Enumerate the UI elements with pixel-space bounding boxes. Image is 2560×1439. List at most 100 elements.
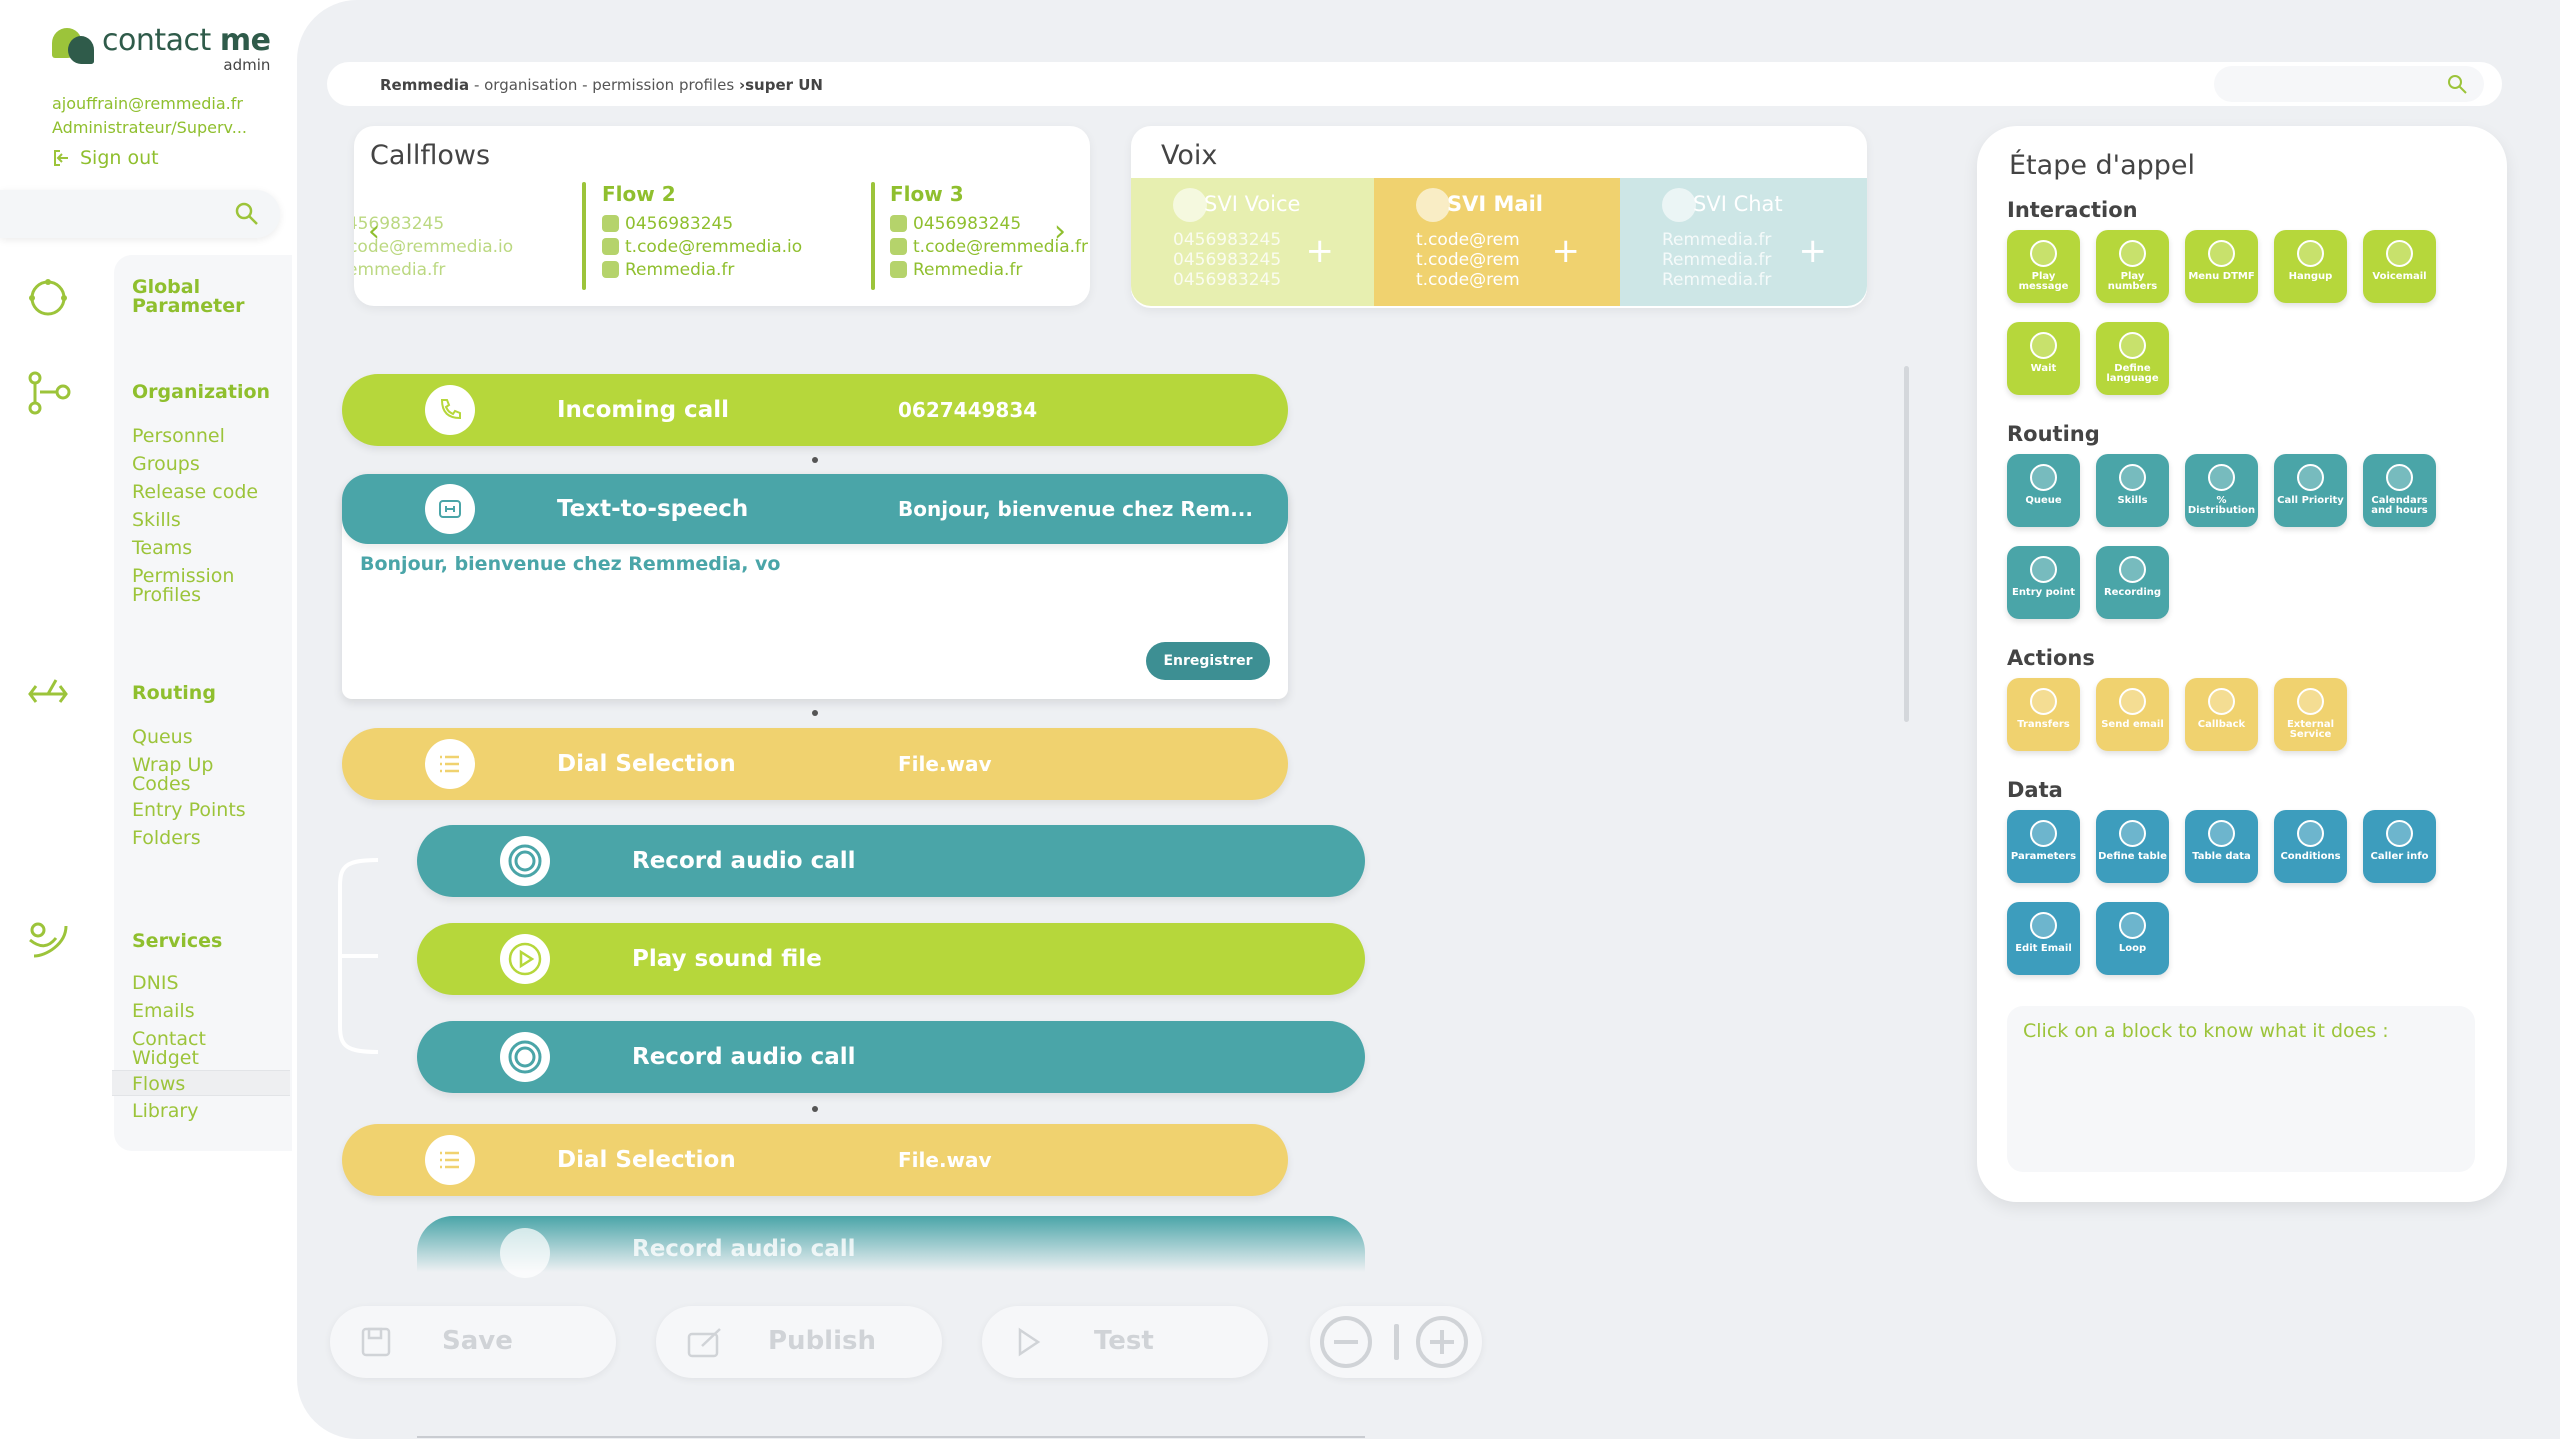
sidebar-item-folders[interactable]: Folders <box>132 827 201 849</box>
flow-card-flow-2[interactable]: Flow 2 0456983245 t.code@remmedia.io Rem… <box>602 182 802 290</box>
sidebar-item-teams[interactable]: Teams <box>132 537 193 559</box>
tile-distribution[interactable]: % Distribution <box>2185 454 2258 527</box>
flow-block-record-audio-call[interactable]: Record audio call <box>417 1021 1365 1093</box>
sidebar: contact me admin ajouffrain@remmedia.fr … <box>0 0 295 1439</box>
flow-scrollbar[interactable] <box>1904 366 1909 722</box>
tile-voicemail[interactable]: Voicemail <box>2363 230 2436 303</box>
flow-card-flow-3[interactable]: Flow 3 0456983245 t.code@remmedia.fr Rem… <box>890 182 1088 290</box>
tile-define-language[interactable]: Define language <box>2096 322 2169 395</box>
carousel-next-button[interactable]: › <box>1054 214 1066 249</box>
svi-mail-title: SVI Mail <box>1447 192 1543 216</box>
breadcrumb-path[interactable]: - organisation - permission profiles <box>469 76 739 94</box>
zoom-control <box>1310 1306 1482 1378</box>
tile-hangup[interactable]: Hangup <box>2274 230 2347 303</box>
tile-play-numbers[interactable]: Play numbers <box>2096 230 2169 303</box>
top-search-input[interactable] <box>2214 66 2484 102</box>
organization-icon[interactable] <box>26 370 72 416</box>
tile-caller-info[interactable]: Caller info <box>2363 810 2436 883</box>
wrap-2: Codes <box>132 773 191 795</box>
sidebar-item-emails[interactable]: Emails <box>132 1000 195 1022</box>
tile-recording[interactable]: Recording <box>2096 546 2169 619</box>
sidebar-item-library[interactable]: Library <box>132 1100 199 1122</box>
publish-button[interactable]: Publish <box>656 1306 942 1378</box>
tile-loop[interactable]: Loop <box>2096 902 2169 975</box>
tile-callback[interactable]: Callback <box>2185 678 2258 751</box>
tile-external-service[interactable]: External Service <box>2274 678 2347 751</box>
flow-site: Remmedia.fr <box>913 259 1023 280</box>
sidebar-item-dnis[interactable]: DNIS <box>132 972 179 994</box>
flow-block-text-to-speech[interactable]: Text-to-speech Bonjour, bienvenue chez R… <box>342 474 1288 544</box>
tile-entry-point[interactable]: Entry point <box>2007 546 2080 619</box>
breadcrumb: Remmedia - organisation - permission pro… <box>380 76 823 94</box>
tile-menu-dtmf[interactable]: Menu DTMF <box>2185 230 2258 303</box>
enregistrer-button[interactable]: Enregistrer <box>1146 642 1270 680</box>
flow-block-dial-selection[interactable]: Dial Selection File.wav <box>342 1124 1288 1196</box>
flow-phone: 0456983245 <box>625 213 734 234</box>
sidebar-item-release-code[interactable]: Release code <box>132 481 259 503</box>
sidebar-item-flows[interactable]: Flows <box>132 1073 186 1095</box>
svi-voice-add-button[interactable]: + <box>1305 231 1335 271</box>
carousel-prev-button[interactable]: ‹ <box>368 214 380 249</box>
sidebar-item-skills[interactable]: Skills <box>132 509 181 531</box>
globe-icon <box>2119 332 2146 359</box>
svi-chat-add-button[interactable]: + <box>1798 231 1828 271</box>
flow-block-incoming-call[interactable]: Incoming call 0627449834 <box>342 374 1288 446</box>
breadcrumb-root[interactable]: Remmedia <box>380 76 470 94</box>
tile-edit-email[interactable]: Edit Email <box>2007 902 2080 975</box>
zoom-in-icon[interactable] <box>1414 1314 1470 1370</box>
zoom-out-icon[interactable] <box>1318 1314 1374 1370</box>
svi-mail-add-button[interactable]: + <box>1551 231 1581 271</box>
perm-1: Permission <box>132 565 235 587</box>
sidebar-item-entry-points[interactable]: Entry Points <box>132 799 246 821</box>
cw-2: Widget <box>132 1047 199 1069</box>
tile-play-message[interactable]: Play message <box>2007 230 2080 303</box>
flow-card-3-partial[interactable]: 3 0456983245 t.code@remmedia.io Remmedia… <box>354 182 513 290</box>
services-icon[interactable] <box>26 918 72 964</box>
nav-section-organization[interactable]: Organization <box>132 381 271 403</box>
sign-out-button[interactable]: Sign out <box>52 147 159 169</box>
svi-chat-value: Remmedia.fr <box>1662 270 1772 290</box>
test-button[interactable]: Test <box>982 1306 1268 1378</box>
tile-send-email[interactable]: Send email <box>2096 678 2169 751</box>
tile-define-table[interactable]: Define table <box>2096 810 2169 883</box>
publish-label: Publish <box>768 1326 876 1356</box>
flow-block-play-sound-file[interactable]: Play sound file <box>417 923 1365 995</box>
tts-text-area[interactable]: Bonjour, bienvenue chez Remmedia, vo <box>360 553 781 575</box>
nav-section-routing[interactable]: Routing <box>132 682 216 704</box>
phone-icon <box>1173 188 1207 222</box>
user-role: Administrateur/Superv... <box>52 118 248 137</box>
sidebar-item-queus[interactable]: Queus <box>132 726 193 748</box>
tile-skills[interactable]: Skills <box>2096 454 2169 527</box>
flow-block-record-audio-call-faded[interactable]: Record audio call <box>417 1216 1365 1278</box>
save-button[interactable]: Save <box>330 1306 616 1378</box>
sidebar-item-personnel[interactable]: Personnel <box>132 425 225 447</box>
tile-label: Play numbers <box>2107 271 2158 292</box>
global-parameter-icon[interactable] <box>26 276 70 320</box>
tile-calendars-and-hours[interactable]: Calendars and hours <box>2363 454 2436 527</box>
flow-block-record-audio-call[interactable]: Record audio call <box>417 825 1365 897</box>
tile-label: Hangup <box>2288 271 2333 282</box>
sidebar-search-input[interactable] <box>0 190 280 238</box>
tile-queue[interactable]: Queue <box>2007 454 2080 527</box>
tile-conditions[interactable]: Conditions <box>2274 810 2347 883</box>
tile-call-priority[interactable]: Call Priority <box>2274 454 2347 527</box>
flow-block-dial-selection[interactable]: Dial Selection File.wav <box>342 728 1288 800</box>
tile-transfers[interactable]: Transfers <box>2007 678 2080 751</box>
tile-parameters[interactable]: Parameters <box>2007 810 2080 883</box>
sidebar-item-groups[interactable]: Groups <box>132 453 200 475</box>
tile-label: Send email <box>2101 719 2164 730</box>
routing-icon[interactable] <box>26 672 70 716</box>
tile-wait[interactable]: Wait <box>2007 322 2080 395</box>
search-icon[interactable] <box>2446 73 2468 95</box>
search-icon[interactable] <box>234 201 260 227</box>
tile-label: Voicemail <box>2372 271 2427 282</box>
nav-section-services[interactable]: Services <box>132 930 223 952</box>
tile-table-data[interactable]: Table data <box>2185 810 2258 883</box>
